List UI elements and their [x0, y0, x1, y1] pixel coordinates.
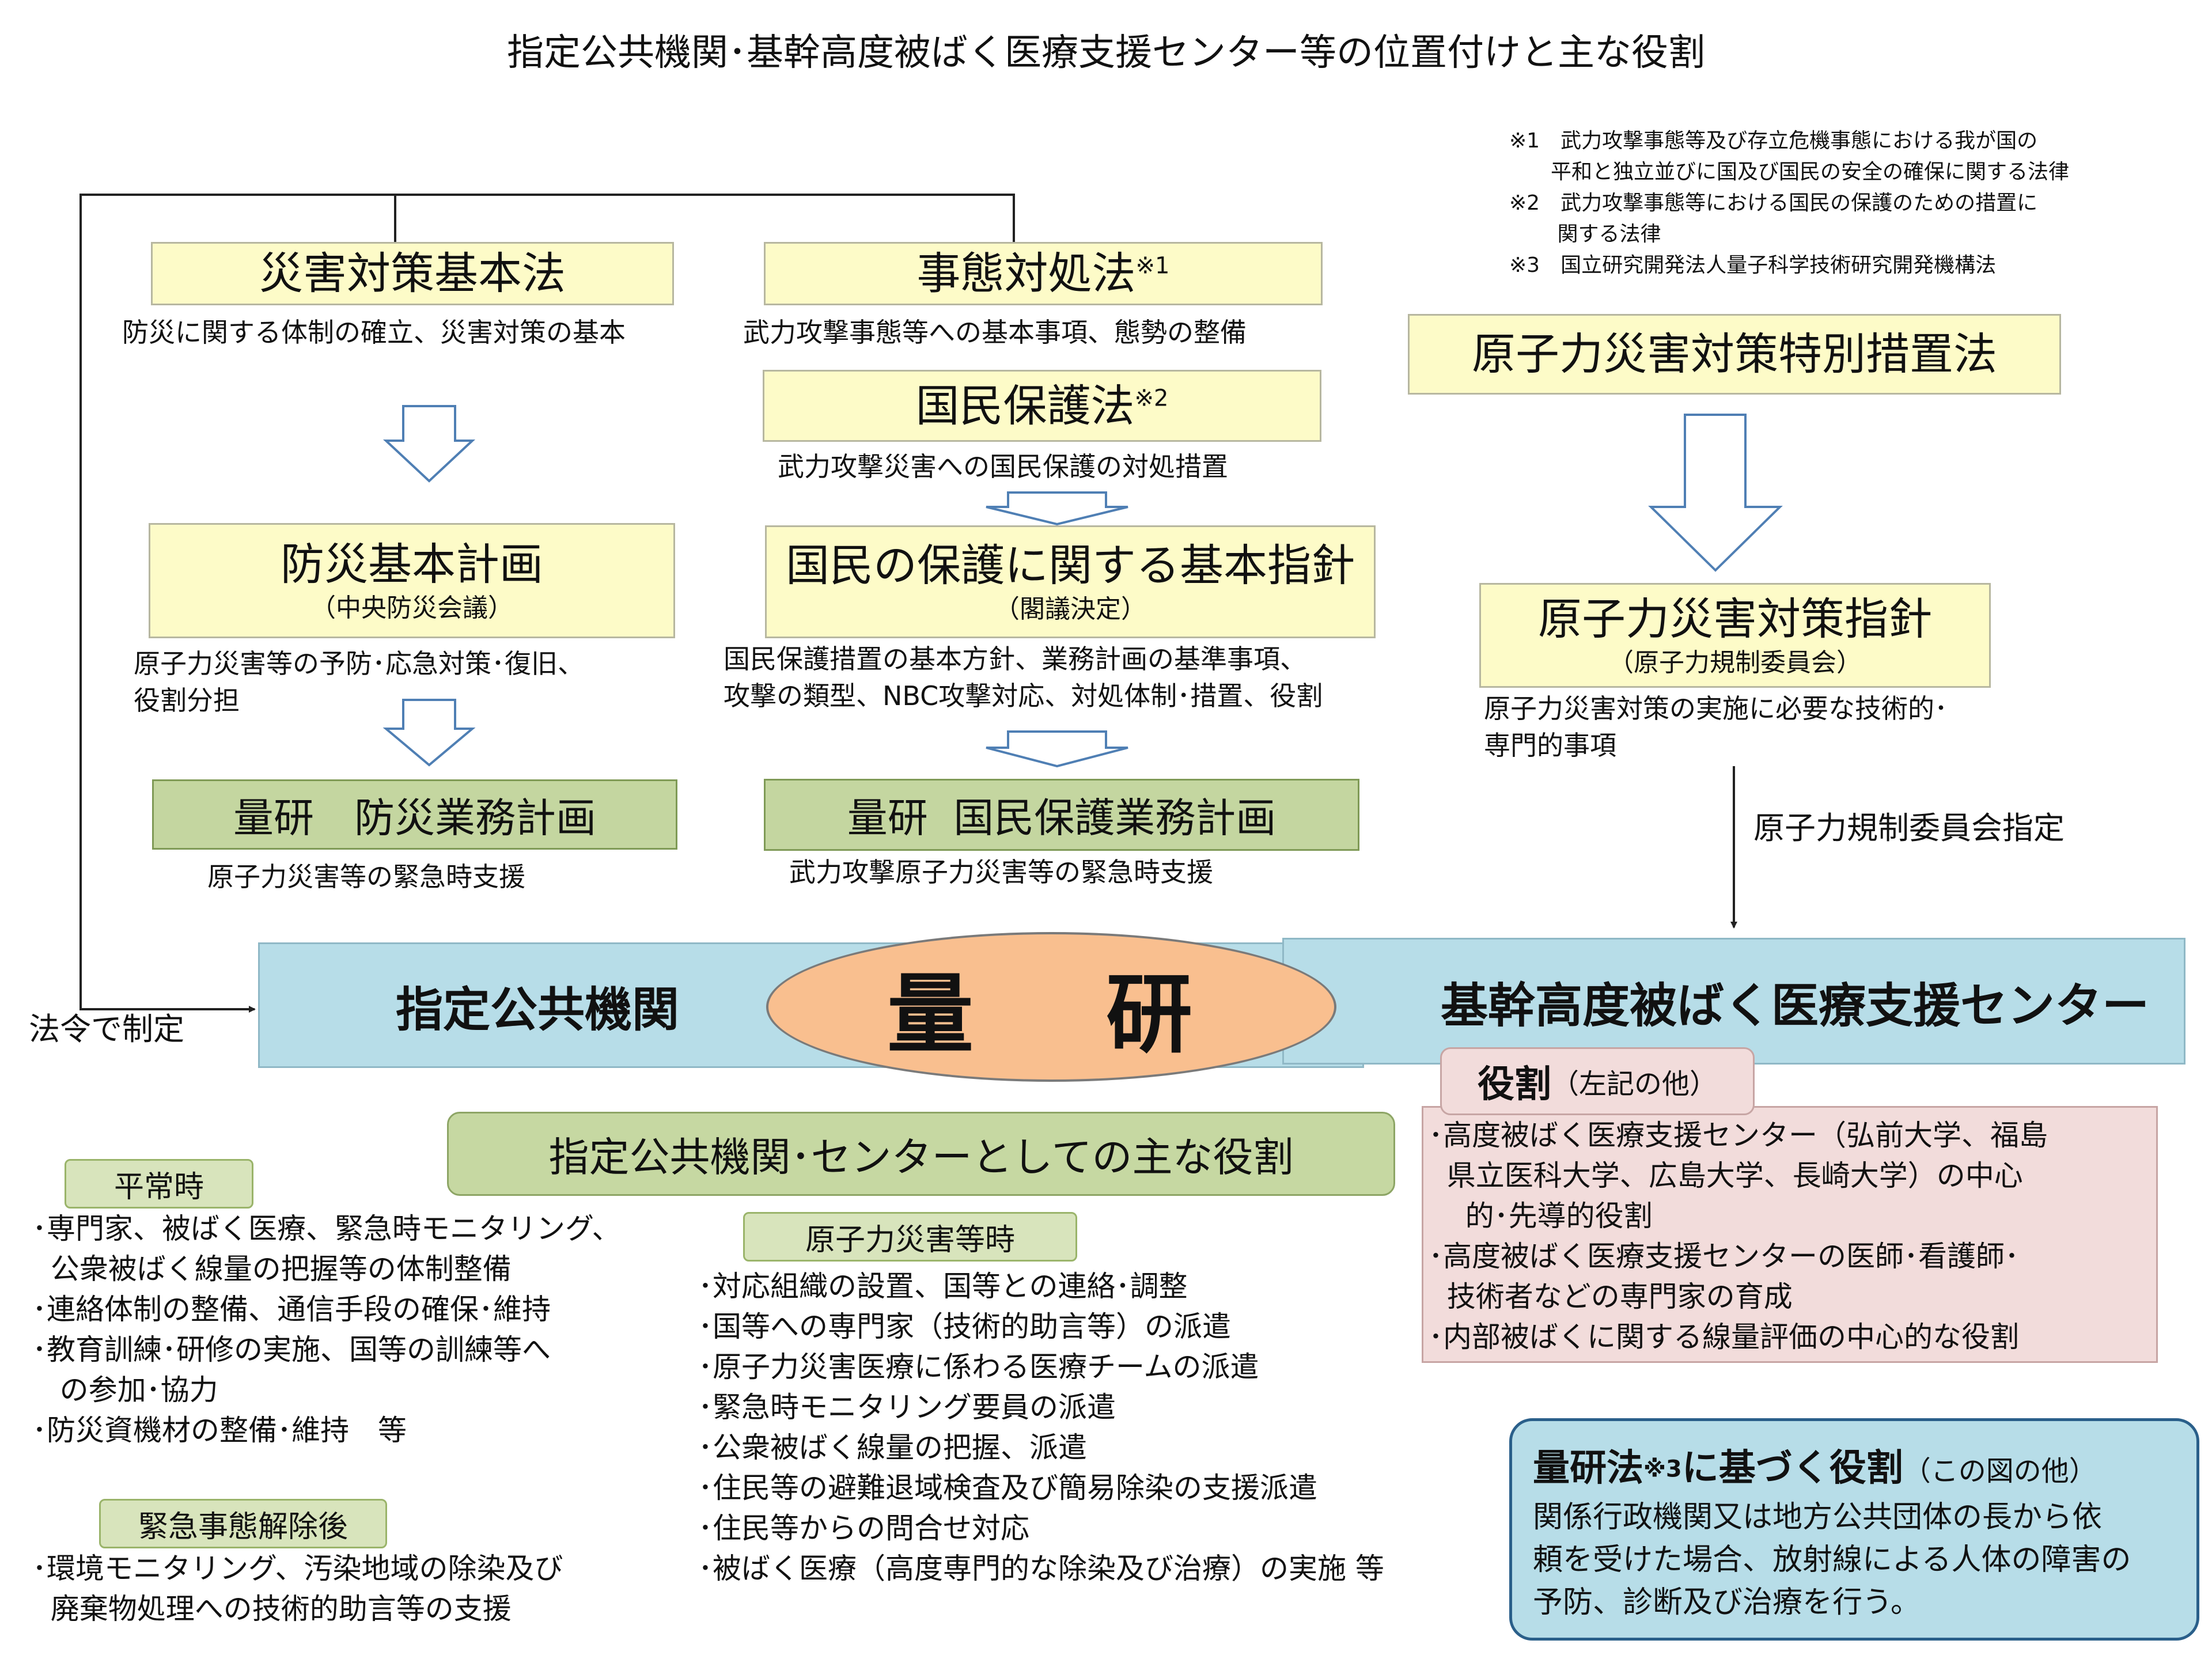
law-bracket-line — [394, 194, 1015, 242]
nuclear-disaster-time-list: ･対応組織の設置、国等との連絡･調整 ･国等への専門家（技術的助言等）の派遣 ･… — [698, 1270, 1384, 1585]
disaster-basic-plan-box: 防災基本計画 （中央防災会議） — [149, 523, 675, 638]
main-roles-heading: 指定公共機関･センターとしての主な役割 — [447, 1112, 1395, 1196]
civil-protection-act-box: 国民保護法※2 — [763, 370, 1321, 442]
footnote-2b: 関する法律 — [1509, 222, 1661, 246]
footnote-2a: ※2 武力攻撃事態等における国民の保護のための措置に — [1509, 191, 2038, 215]
qst-civil-protection-plan-box: 量研 国民保護業務計画 — [764, 779, 1359, 851]
normal-time-tag-label: 平常時 — [113, 1169, 204, 1205]
arrow-down-col1-a — [382, 405, 476, 483]
center-role-title-suffix: （左記の他） — [1551, 1068, 1717, 1100]
footnote-1b: 平和と独立並びに国及び国民の安全の確保に関する法律 — [1509, 160, 2070, 184]
center-role-panel — [1422, 1106, 2158, 1363]
disaster-basic-plan-label: 防災基本計画 — [281, 539, 543, 590]
footnote-1a: ※1 武力攻撃事態等及び存立危機事態における我が国の — [1509, 129, 2038, 153]
center-role-title-box: 役割 （左記の他） — [1440, 1047, 1755, 1115]
normal-time-list: ･専門家、被ばく医療、緊急時モニタリング、 公衆被ばく線量の把握等の体制整備 ･… — [32, 1212, 621, 1447]
arrow-down-col1-b — [382, 699, 476, 767]
nuclear-disaster-guideline-label: 原子力災害対策指針 — [1538, 593, 1932, 645]
qst-disaster-plan-label: 量研 防災業務計画 — [233, 794, 596, 842]
enactment-label: 法令で制定 — [29, 1011, 184, 1047]
civil-protection-guideline-desc: 国民保護措置の基本方針、業務計画の基準事項、 攻撃の類型、NBC攻撃対応、対処体… — [724, 643, 1323, 711]
qst-ellipse: 量 研 — [766, 932, 1336, 1082]
civil-protection-act-label: 国民保護法 — [915, 380, 1135, 431]
main-roles-heading-label: 指定公共機関･センターとしての主な役割 — [548, 1133, 1294, 1181]
situation-act-box: 事態対処法※1 — [764, 242, 1323, 305]
qst-civil-protection-plan-desc: 武力攻撃原子力災害等の緊急時支援 — [789, 857, 1213, 888]
qst-label: 量 研 — [887, 964, 1215, 1065]
center-role-title: 役割 — [1477, 1063, 1551, 1106]
nuclear-disaster-guideline-desc: 原子力災害対策の実施に必要な技術的･ 専門的事項 — [1484, 693, 1948, 761]
post-emergency-tag-label: 緊急事態解除後 — [138, 1509, 348, 1544]
page-title: 指定公共機関･基幹高度被ばく医療支援センター等の位置付けと主な役割 — [507, 32, 1705, 74]
post-emergency-list: ･環境モニタリング、汚染地域の除染及び 廃棄物処理への技術的助言等の支援 — [32, 1552, 563, 1626]
center-role-list: ･高度被ばく医療支援センター（弘前大学、福島 県立医科大学、広島大学、長崎大学）… — [1429, 1119, 2048, 1354]
disaster-basic-act-label: 災害対策基本法 — [259, 248, 566, 299]
arrow-down-col3 — [1648, 414, 1783, 572]
core-center-band: 基幹高度被ばく医療支援センター — [1282, 938, 2186, 1065]
nuclear-disaster-act-box: 原子力災害対策特別措置法 — [1408, 314, 2061, 395]
designated-public-institution-label: 指定公共機関 — [396, 982, 680, 1037]
core-center-label: 基幹高度被ばく医療支援センター — [1440, 978, 2149, 1033]
nra-designation-label: 原子力規制委員会指定 — [1753, 810, 2065, 846]
nuclear-disaster-time-tag-label: 原子力災害等時 — [805, 1222, 1015, 1257]
qst-law-body: 関係行政機関又は地方公共団体の長から依 頼を受けた場合、放射線による人体の障害の… — [1533, 1500, 2131, 1620]
qst-law-suffix: （この図の他） — [1903, 1455, 2097, 1487]
qst-law-title2: に基づく役割 — [1681, 1447, 1903, 1490]
post-emergency-tag: 緊急事態解除後 — [99, 1499, 387, 1548]
nuclear-disaster-time-tag: 原子力災害等時 — [743, 1212, 1077, 1262]
qst-disaster-plan-box: 量研 防災業務計画 — [152, 779, 677, 850]
arrow-down-col2-b — [986, 730, 1128, 768]
nuclear-disaster-guideline-box: 原子力災害対策指針 （原子力規制委員会） — [1479, 583, 1991, 688]
civil-protection-act-mark: ※2 — [1134, 385, 1169, 412]
qst-law-title: 量研法 — [1533, 1447, 1643, 1490]
situation-act-desc: 武力攻撃事態等への基本事項、態勢の整備 — [743, 317, 1247, 348]
arrow-down-col2-a — [986, 491, 1128, 526]
situation-act-mark: ※1 — [1135, 252, 1170, 279]
civil-protection-guideline-label: 国民の保護に関する基本指針 — [786, 540, 1355, 591]
qst-disaster-plan-desc: 原子力災害等の緊急時支援 — [207, 861, 525, 892]
qst-law-title-row: 量研法※3に基づく役割（この図の他） — [1533, 1438, 2097, 1491]
qst-civil-protection-plan-label: 量研 国民保護業務計画 — [847, 794, 1277, 842]
nuclear-disaster-guideline-sub: （原子力規制委員会） — [1608, 648, 1862, 677]
situation-act-label: 事態対処法 — [916, 248, 1136, 299]
enactment-line — [79, 194, 395, 1013]
disaster-basic-act-box: 災害対策基本法 — [151, 242, 674, 305]
disaster-basic-plan-desc: 原子力災害等の予防･応急対策･復旧、 役割分担 — [134, 648, 584, 716]
disaster-basic-act-desc: 防災に関する体制の確立、災害対策の基本 — [122, 317, 626, 348]
civil-protection-guideline-box: 国民の保護に関する基本指針 （閣議決定） — [765, 525, 1376, 638]
civil-protection-guideline-sub: （閣議決定） — [994, 594, 1146, 624]
normal-time-tag: 平常時 — [65, 1159, 253, 1209]
civil-protection-act-desc: 武力攻撃災害への国民保護の対処措置 — [778, 451, 1228, 482]
nuclear-disaster-act-label: 原子力災害対策特別措置法 — [1472, 328, 1997, 380]
footnote-3: ※3 国立研究開発法人量子科学技術研究開発機構法 — [1509, 253, 1997, 277]
qst-law-panel: 量研法※3に基づく役割（この図の他） 関係行政機関又は地方公共団体の長から依 頼… — [1509, 1418, 2199, 1641]
disaster-basic-plan-sub: （中央防災会議） — [310, 593, 513, 623]
qst-law-mark: ※3 — [1643, 1456, 1682, 1483]
